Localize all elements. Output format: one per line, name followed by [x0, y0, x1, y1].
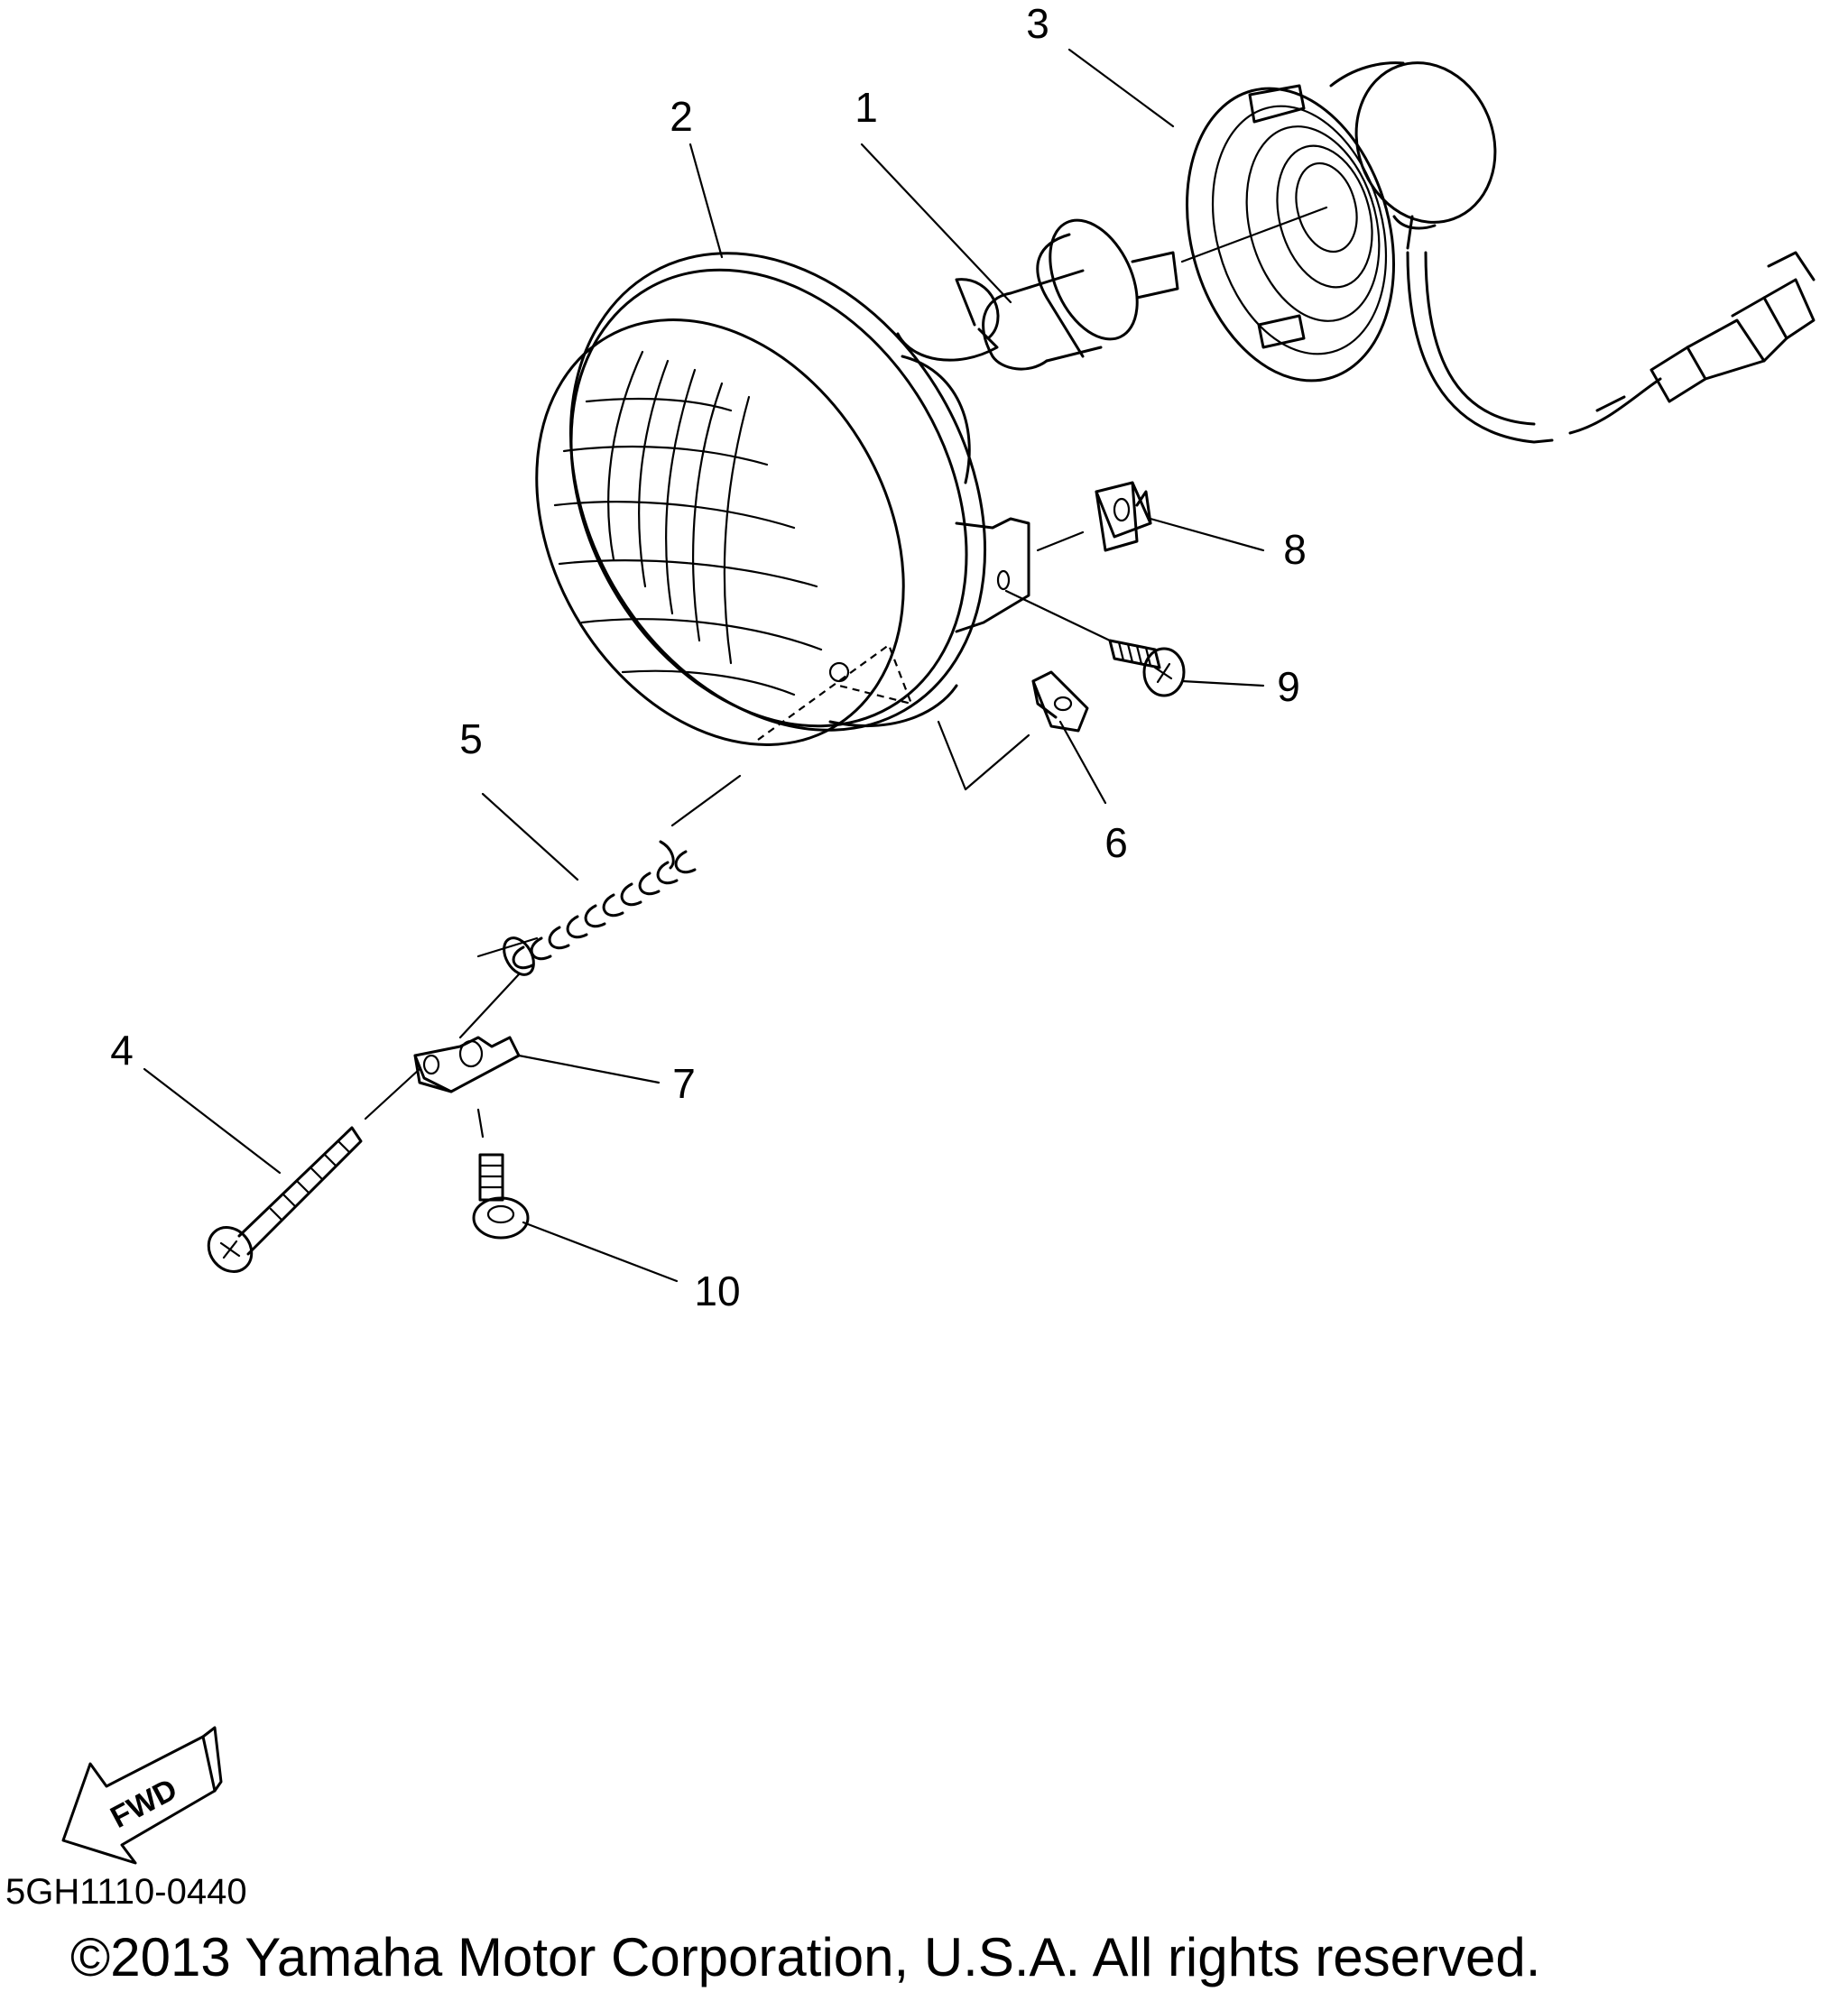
callout-1: 1: [855, 84, 878, 131]
callout-2: 2: [670, 93, 693, 140]
screw-10: [474, 1155, 528, 1238]
diagram-code: 5GH1110-0440: [5, 1872, 247, 1912]
spring: [498, 842, 695, 980]
lens-pattern: [555, 352, 821, 695]
callout-3: 3: [1026, 0, 1049, 47]
callout-labels: 1 2 3 4 5 6 7 8 9 10: [110, 0, 1307, 1314]
callout-6: 6: [1104, 819, 1128, 866]
callout-4: 4: [110, 1027, 134, 1074]
callout-9: 9: [1277, 663, 1300, 710]
screw-9: [1110, 641, 1184, 696]
bracket: [415, 1037, 519, 1092]
headlight-assembly: [463, 179, 1068, 811]
callout-7: 7: [672, 1060, 696, 1107]
bolt-4: [199, 1128, 361, 1280]
clip-nut: [1096, 483, 1150, 550]
nut-6: [1033, 672, 1087, 731]
callout-10: 10: [694, 1268, 740, 1314]
socket-harness: [1156, 43, 1814, 442]
callout-5: 5: [459, 715, 483, 762]
bulb: [898, 207, 1178, 369]
copyright-notice: ©2013 Yamaha Motor Corporation, U.S.A. A…: [70, 1927, 1541, 1987]
fwd-arrow-icon: FWD: [63, 1728, 221, 1863]
callout-8: 8: [1283, 526, 1307, 573]
leader-lines: [144, 50, 1326, 1281]
